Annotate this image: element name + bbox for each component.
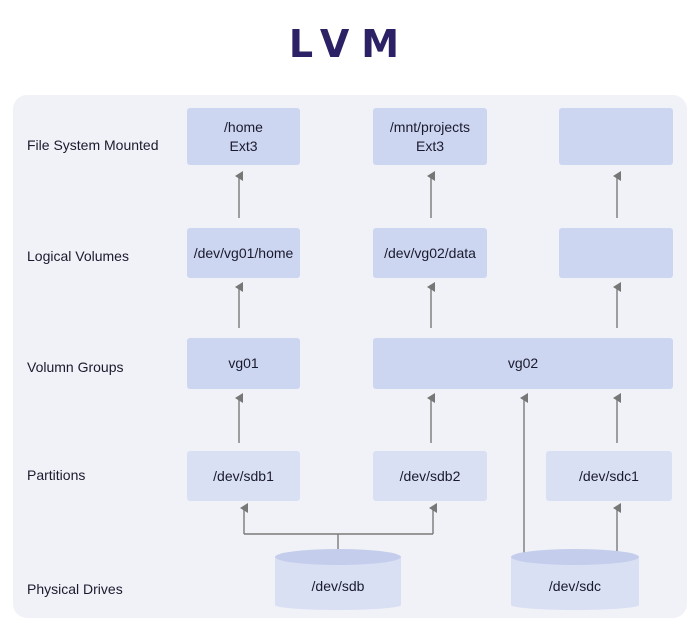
lv-box-empty — [559, 228, 673, 278]
fs-box-projects: /mnt/projects Ext3 — [373, 108, 487, 165]
fs-type-label: Ext3 — [415, 137, 444, 154]
drive-cylinder-sdc — [511, 549, 639, 610]
drive-cylinder-sdb — [275, 549, 401, 610]
partition-box-sdc1: /dev/sdc1 — [546, 451, 672, 501]
drive-label-sdb: /dev/sdb — [311, 578, 365, 594]
vg-box-vg02: vg02 — [373, 338, 673, 389]
fs-box-home: /home Ext3 — [187, 108, 300, 165]
drive-label-sdc: /dev/sdc — [548, 578, 602, 594]
diagram-title: LVM — [288, 22, 412, 66]
row-label-partitions: Partitions — [27, 467, 86, 483]
row-label-logical-volumes: Logical Volumes — [27, 248, 129, 264]
lv-box-vg01-home: /dev/vg01/home — [187, 228, 300, 278]
fs-mount-label: /home — [224, 118, 263, 135]
lv-box-vg02-data: /dev/vg02/data — [373, 228, 487, 278]
partition-box-sdb1: /dev/sdb1 — [187, 451, 300, 501]
vg-box-vg01: vg01 — [187, 338, 300, 389]
row-label-physical-drives: Physical Drives — [27, 581, 123, 597]
fs-box-empty — [559, 108, 673, 165]
fs-mount-label: /mnt/projects — [389, 118, 471, 135]
row-label-volume-groups: Volumn Groups — [27, 359, 124, 375]
partition-box-sdb2: /dev/sdb2 — [373, 451, 487, 501]
row-label-filesystem: File System Mounted — [27, 137, 159, 153]
fs-type-label: Ext3 — [229, 137, 258, 154]
